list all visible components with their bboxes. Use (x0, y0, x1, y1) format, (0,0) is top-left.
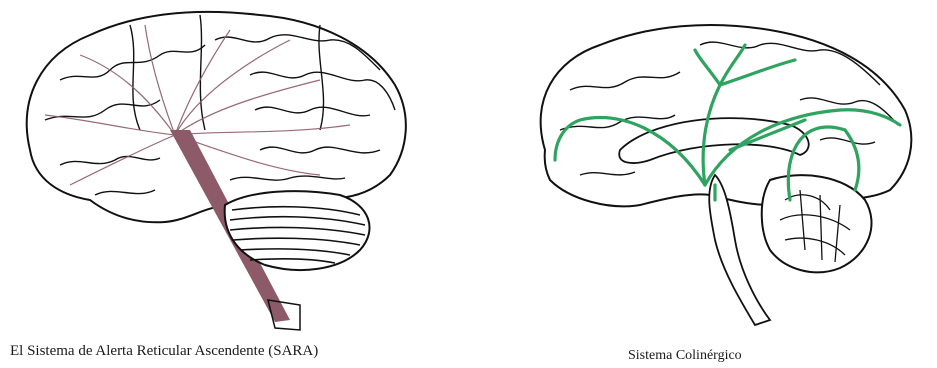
gyri-lines (45, 15, 395, 195)
caption-cholinergic: Sistema Colinérgico (628, 348, 742, 364)
lateral-brain-illustration (0, 0, 470, 340)
caption-sara: El Sistema de Alerta Reticular Ascendent… (10, 343, 318, 360)
sagittal-brain-illustration (500, 0, 937, 340)
corpus-callosum (619, 118, 809, 163)
sara-figure: El Sistema de Alerta Reticular Ascendent… (0, 0, 470, 368)
cerebrum-outline (541, 25, 912, 206)
cholinergic-figure: Sistema Colinérgico (500, 0, 937, 368)
brainstem (709, 175, 770, 325)
